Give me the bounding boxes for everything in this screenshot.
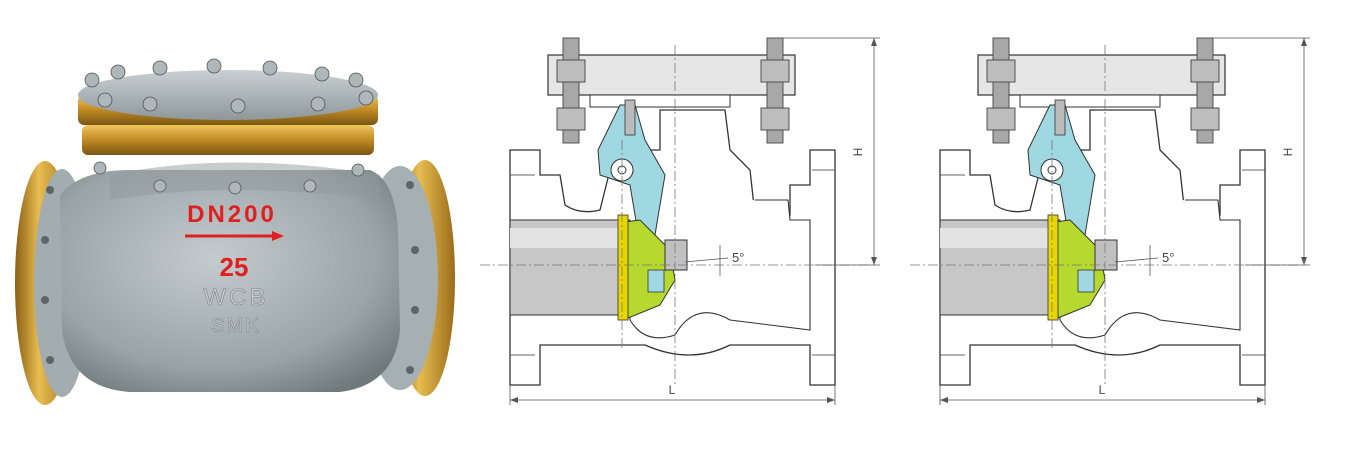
section-drawing-1: 5° H L xyxy=(470,0,900,454)
flange-bolt-holes xyxy=(41,181,419,374)
angle-label: 5° xyxy=(732,250,744,265)
valve-body xyxy=(60,170,400,392)
disc-nut xyxy=(664,239,688,271)
bonnet-cover xyxy=(977,54,1226,96)
disc-seat xyxy=(1047,214,1059,321)
length-label: L xyxy=(1099,383,1106,397)
valve-photo: DN200 25 WCB SMK xyxy=(0,0,470,454)
disc-seat xyxy=(617,214,629,321)
section-drawing-2: 5° H L xyxy=(900,0,1347,454)
height-label: H xyxy=(1281,148,1295,157)
height-label: H xyxy=(851,148,865,157)
bonnet-cover xyxy=(547,54,796,96)
bonnet-cap xyxy=(78,70,378,120)
disc-nut xyxy=(1094,239,1118,271)
cross-section-svg-2: 5° H L xyxy=(910,37,1310,405)
flow-arrow-icon xyxy=(272,231,284,241)
length-label: L xyxy=(669,383,676,397)
bonnet-flange-bottom xyxy=(82,125,374,155)
cross-section-svg-1: 5° H L xyxy=(480,37,880,405)
casting-material: WCB xyxy=(204,284,269,311)
casting-brand: SMK xyxy=(211,315,260,337)
angle-label: 5° xyxy=(1162,250,1174,265)
valve-photo-image: DN200 25 WCB SMK xyxy=(15,58,455,405)
casting-pressure: 25 xyxy=(220,252,249,282)
bonnet-bolts xyxy=(84,58,374,195)
casting-size: DN200 xyxy=(187,201,277,228)
